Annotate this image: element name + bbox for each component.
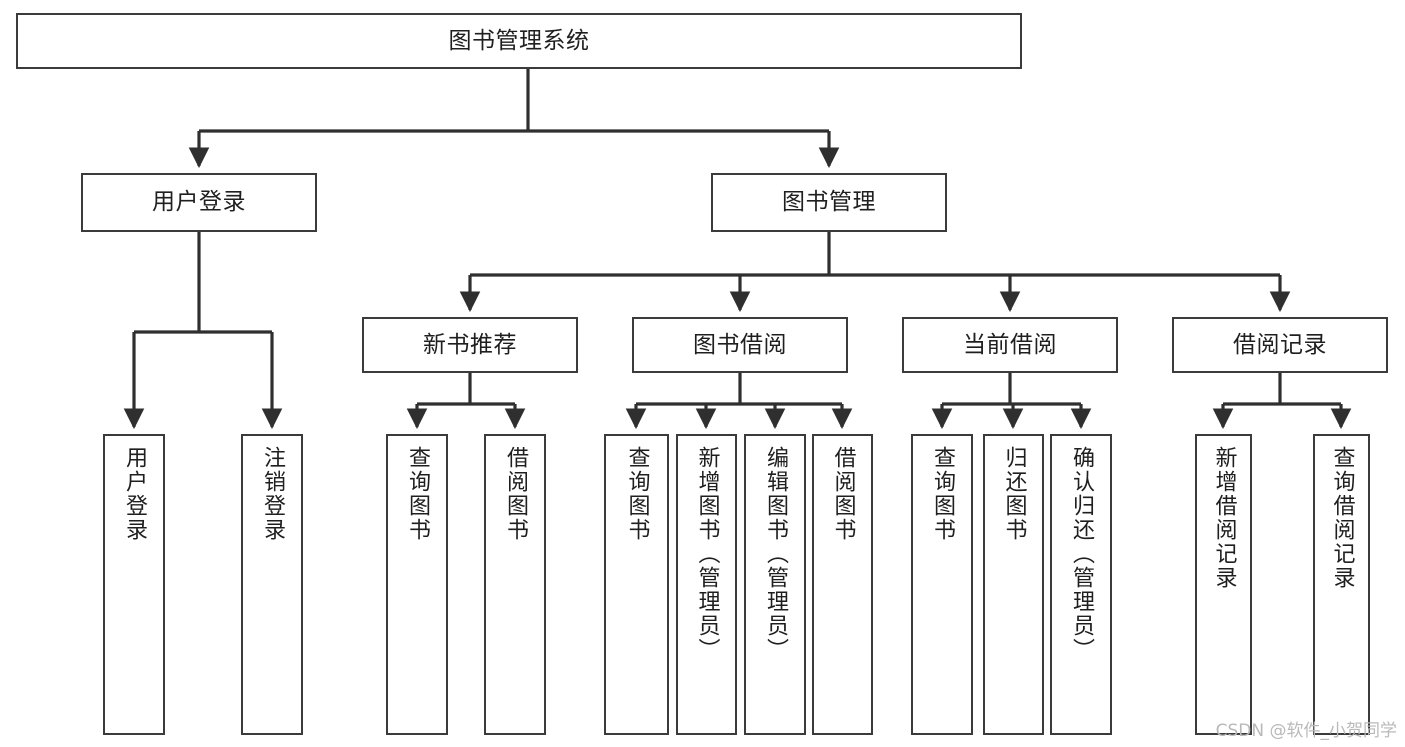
node-leaf-borrow-book-2[interactable]: 借阅图书: [812, 434, 873, 735]
node-label: 新增图书（管理员）: [694, 446, 720, 662]
node-label: 用户登录: [122, 446, 147, 542]
node-label: 归还图书: [1001, 446, 1027, 542]
node-current-borrow[interactable]: 当前借阅: [902, 317, 1118, 373]
node-label: 查询借阅记录: [1329, 446, 1355, 590]
node-new-book-recommend[interactable]: 新书推荐: [362, 317, 578, 373]
node-leaf-edit-book-admin[interactable]: 编辑图书（管理员）: [744, 434, 806, 735]
node-leaf-confirm-return-admin[interactable]: 确认归还（管理员）: [1050, 434, 1112, 735]
node-leaf-logout[interactable]: 注销登录: [241, 434, 303, 735]
node-label: 新增借阅记录: [1211, 446, 1237, 590]
node-leaf-add-book-admin[interactable]: 新增图书（管理员）: [676, 434, 737, 735]
node-leaf-add-borrow-record[interactable]: 新增借阅记录: [1195, 434, 1252, 735]
node-leaf-query-borrow-record[interactable]: 查询借阅记录: [1313, 434, 1370, 735]
node-label: 图书管理: [782, 189, 876, 216]
node-book-management-system[interactable]: 图书管理系统: [16, 13, 1022, 69]
node-borrow-record[interactable]: 借阅记录: [1172, 317, 1388, 373]
node-label: 编辑图书（管理员）: [763, 446, 788, 662]
node-leaf-query-book-3[interactable]: 查询图书: [911, 434, 973, 735]
node-label: 查询图书: [930, 446, 955, 542]
node-leaf-user-login[interactable]: 用户登录: [103, 434, 165, 735]
node-label: 借阅记录: [1233, 331, 1327, 358]
node-label: 图书管理系统: [448, 27, 590, 54]
node-book-management[interactable]: 图书管理: [711, 173, 947, 232]
node-label: 新书推荐: [423, 331, 517, 358]
node-leaf-query-book-2[interactable]: 查询图书: [604, 434, 669, 735]
node-label: 借阅图书: [830, 446, 856, 542]
node-label: 借阅图书: [503, 446, 528, 542]
node-label: 确认归还（管理员）: [1069, 446, 1094, 662]
node-label: 注销登录: [260, 446, 285, 542]
node-leaf-return-book[interactable]: 归还图书: [983, 434, 1044, 735]
node-label: 用户登录: [152, 189, 246, 216]
node-label: 查询图书: [405, 446, 430, 542]
node-leaf-borrow-book-1[interactable]: 借阅图书: [484, 434, 546, 735]
node-leaf-query-book-1[interactable]: 查询图书: [386, 434, 448, 735]
node-user-login[interactable]: 用户登录: [81, 173, 317, 232]
node-label: 查询图书: [624, 446, 650, 542]
node-label: 图书借阅: [693, 331, 787, 358]
node-label: 当前借阅: [963, 331, 1057, 358]
csdn-watermark: CSDN @软件_小贺同学: [1215, 721, 1397, 741]
node-book-borrow[interactable]: 图书借阅: [632, 317, 848, 373]
